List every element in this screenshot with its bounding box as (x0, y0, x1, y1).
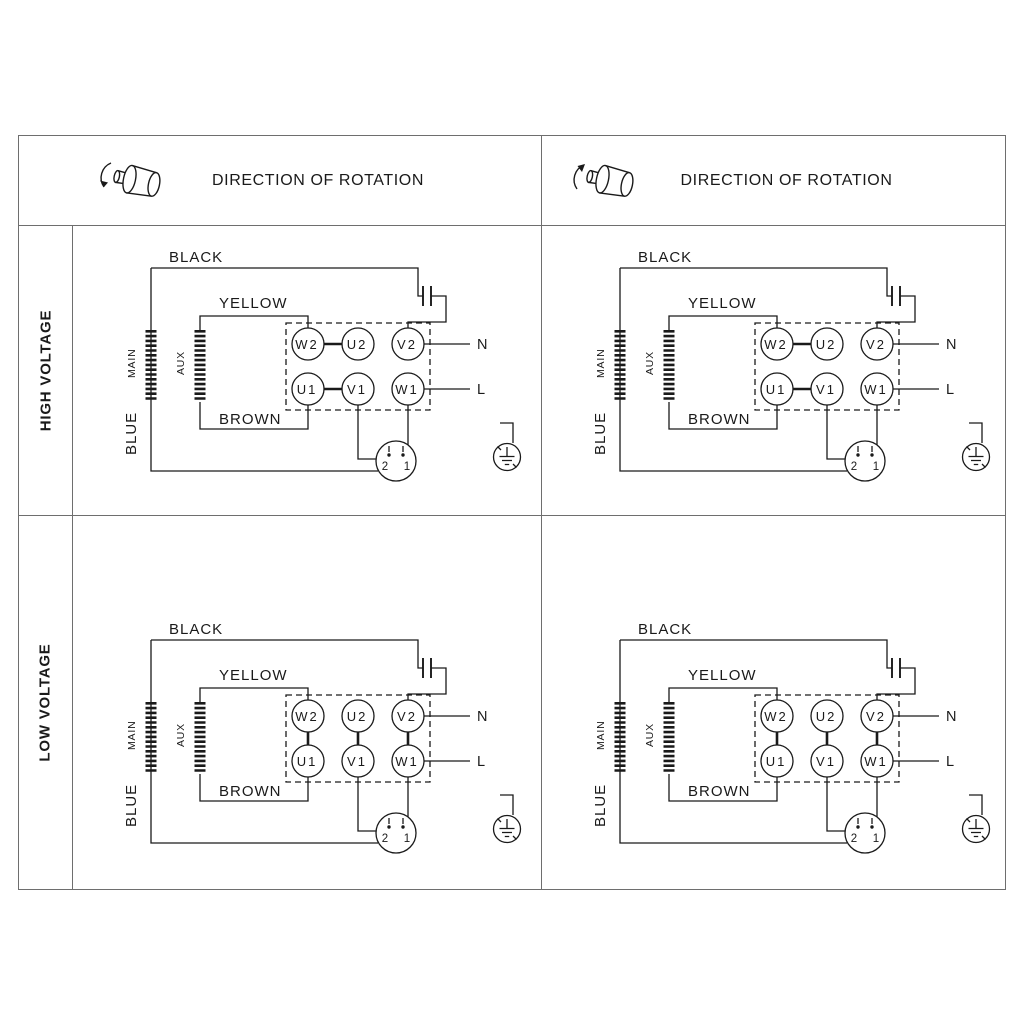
terminal-links-series (791, 342, 813, 391)
header-direction-right: DIRECTION OF ROTATION (542, 136, 1005, 226)
terminal-links-parallel (306, 730, 410, 747)
quadrant-low-voltage-left (73, 516, 542, 889)
wiring-diagram-high-voltage-left (73, 226, 542, 516)
row-label-low-voltage: LOW VOLTAGE (19, 516, 73, 889)
header-direction-left: DIRECTION OF ROTATION (19, 136, 542, 226)
wiring-diagram-base (123, 249, 521, 481)
quadrant-low-voltage-right (542, 516, 1005, 889)
wiring-diagram-base (123, 621, 521, 853)
direction-of-rotation-title-left: DIRECTION OF ROTATION (212, 171, 424, 189)
wiring-diagram-base (592, 249, 990, 481)
wiring-diagram-low-voltage-left (73, 598, 542, 888)
wiring-table: DIRECTION OF ROTATION DIRECTION OF ROTAT… (18, 135, 1006, 890)
motor-rotation-cw-icon (573, 161, 636, 200)
motor-rotation-ccw-icon (99, 161, 163, 200)
low-voltage-label: LOW VOLTAGE (37, 643, 55, 762)
row-label-high-voltage: HIGH VOLTAGE (19, 226, 73, 516)
wiring-diagram-high-voltage-right (542, 226, 1005, 516)
wiring-diagram-base (592, 621, 990, 853)
quadrant-high-voltage-right (542, 226, 1005, 516)
quadrant-high-voltage-left (73, 226, 542, 516)
wiring-diagram-low-voltage-right (542, 598, 1005, 888)
high-voltage-label: HIGH VOLTAGE (37, 309, 55, 432)
terminal-links-parallel (775, 730, 879, 747)
direction-of-rotation-title-right: DIRECTION OF ROTATION (680, 171, 893, 189)
terminal-links-series (322, 342, 344, 391)
